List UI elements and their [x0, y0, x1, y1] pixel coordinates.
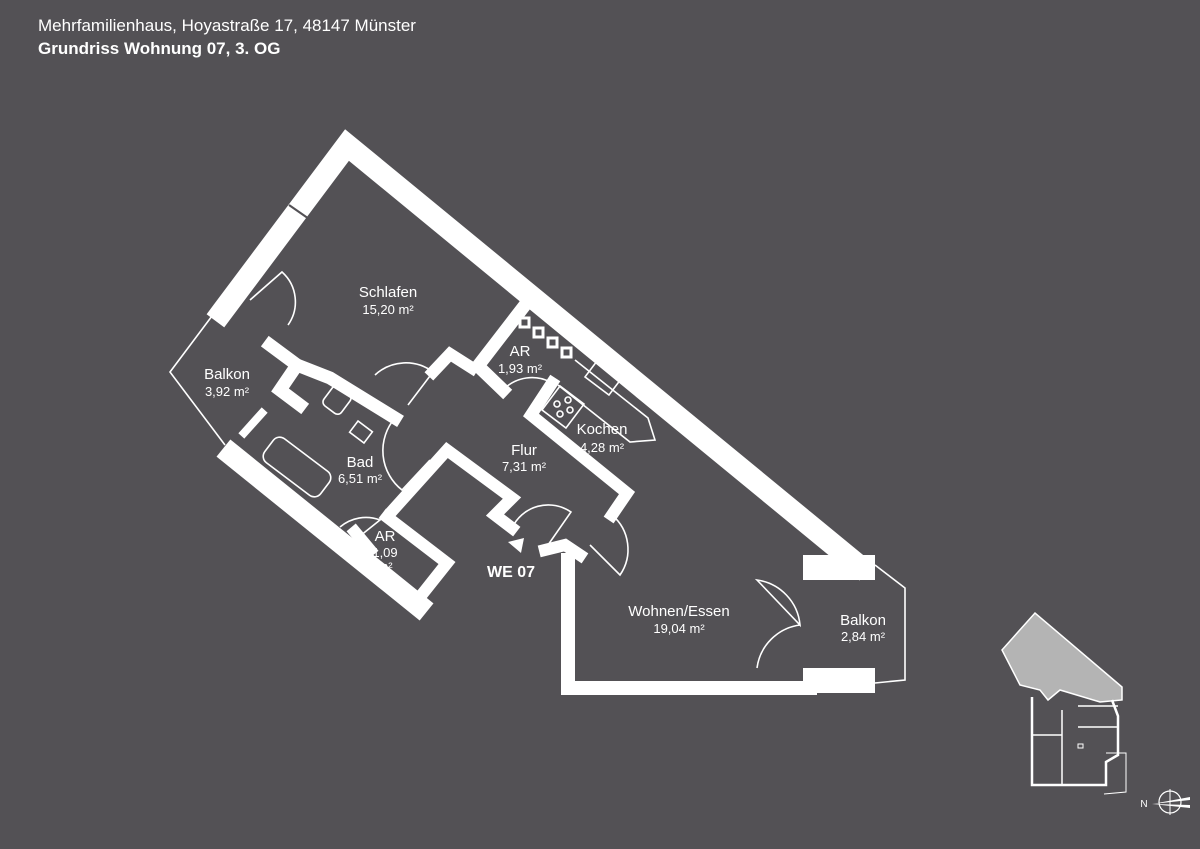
room-name: Schlafen [359, 284, 417, 301]
entrance-label: WE 07 [487, 564, 535, 581]
key-plan [1001, 611, 1127, 795]
room-area: 4,28 m² [580, 440, 625, 455]
address-title: Mehrfamilienhaus, Hoyastraße 17, 48147 M… [38, 16, 416, 35]
room-area: 19,04 m² [653, 621, 705, 636]
room-name: AR [510, 343, 531, 360]
room-name: Flur [511, 442, 537, 459]
plan-subtitle: Grundriss Wohnung 07, 3. OG [38, 39, 281, 58]
room-area: 1,93 m² [498, 361, 543, 376]
stove-icon [540, 384, 586, 430]
room-area: 3,92 m² [205, 384, 250, 399]
room-area: 7,31 m² [502, 459, 547, 474]
balcony-outlines [168, 315, 906, 684]
room-name: Balkon [204, 366, 250, 383]
header: Mehrfamilienhaus, Hoyastraße 17, 48147 M… [38, 14, 416, 60]
entrance-arrow-icon [508, 538, 524, 553]
bathtub-icon [262, 436, 332, 498]
room-name: Wohnen/Essen [628, 603, 729, 620]
toilet-icon [322, 384, 352, 416]
room-area: 2,84 m² [841, 629, 886, 644]
room-name: AR [375, 528, 396, 545]
room-area-unit: m² [377, 559, 393, 574]
interior-walls [260, 295, 636, 606]
compass-icon: N [1140, 789, 1190, 815]
sink-icon [348, 419, 374, 445]
fixtures [262, 359, 657, 498]
room-area: 6,51 m² [338, 471, 383, 486]
room-name: Bad [347, 454, 374, 471]
room-name: Balkon [840, 612, 886, 629]
kitchen-sink-icon [583, 359, 623, 397]
kitchen-counter [557, 359, 657, 443]
key-plan-highlighted-unit [1001, 611, 1123, 703]
compass-north-label: N [1140, 799, 1147, 810]
room-labels: Schlafen 15,20 m² Balkon 3,92 m² AR 1,93… [204, 284, 886, 644]
room-name: Kochen [577, 421, 628, 438]
exterior-walls [206, 129, 875, 695]
room-area: 15,20 m² [362, 302, 414, 317]
door-swings [249, 270, 802, 669]
room-area: 1,09 [372, 545, 397, 560]
